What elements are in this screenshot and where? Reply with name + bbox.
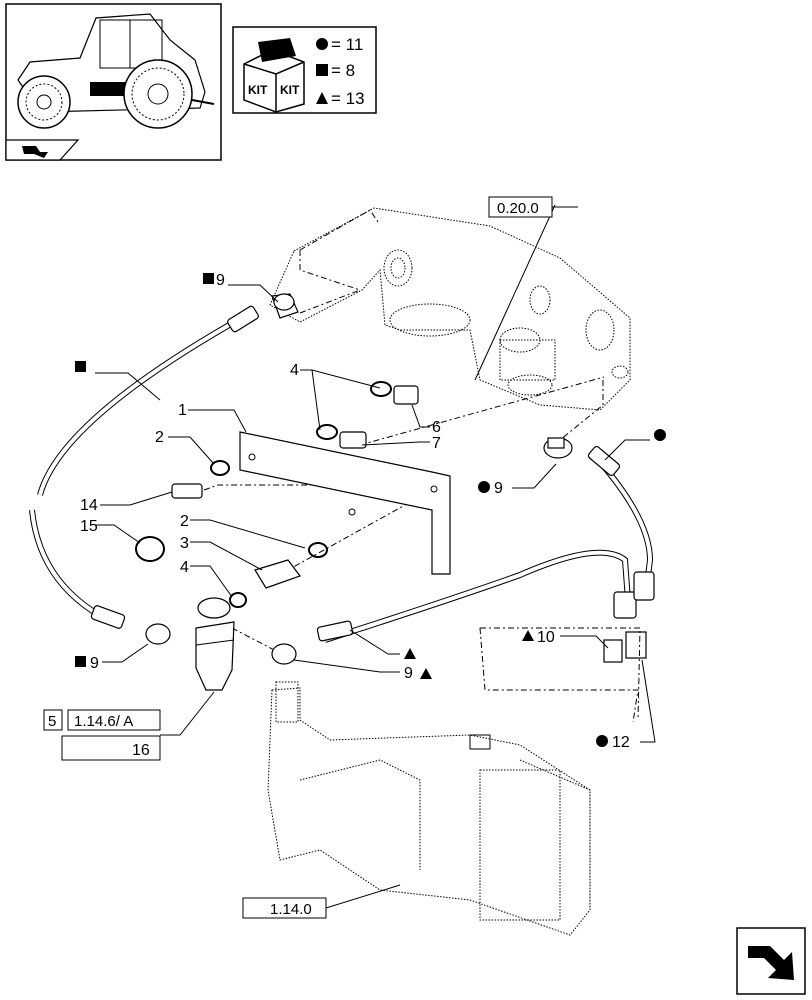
label-15: 15 (80, 518, 98, 535)
square-marker-9-low (75, 656, 86, 667)
circle-marker-9-mid (478, 481, 490, 493)
kit-word-right: KIT (280, 83, 300, 97)
label-9-tri: 9 (404, 665, 413, 682)
legend-square-count: = 8 (331, 61, 355, 80)
tractor-thumbnail[interactable] (5, 3, 222, 161)
ref-box-filter-item (61, 735, 161, 761)
label-4b: 4 (180, 559, 189, 576)
label-1: 1 (178, 402, 187, 419)
label-2a: 2 (155, 429, 164, 446)
kit-legend-box: KIT KIT = 11 = 8 = 13 (232, 26, 377, 114)
ref-fuel-tank: 1.14.0 (270, 901, 312, 918)
label-2b: 2 (180, 513, 189, 530)
legend-triangle-icon (316, 92, 328, 104)
triangle-marker-hose (404, 648, 416, 659)
square-marker-9-top (203, 273, 214, 284)
ref-filter: 1.14.6/ A (74, 713, 133, 730)
triangle-marker-9 (420, 668, 432, 679)
label-16: 16 (132, 742, 150, 759)
return-arrow-icon[interactable] (736, 927, 806, 995)
square-marker-hose-top (75, 361, 86, 372)
fuel-filter-part[interactable] (195, 621, 235, 691)
kit-box-icon: KIT KIT (243, 38, 305, 113)
ref-box-filter-num[interactable] (43, 709, 63, 731)
legend-circle-count: = 11 (331, 35, 363, 54)
label-10: 10 (537, 629, 555, 646)
label-9-top: 9 (216, 272, 225, 289)
label-6: 6 (432, 419, 441, 436)
label-9-mid: 9 (494, 480, 503, 497)
kit-word-left: KIT (248, 83, 268, 97)
ref-top-block: 0.20.0 (497, 200, 539, 217)
triangle-marker-10 (522, 630, 534, 641)
ref-filter-num: 5 (48, 713, 56, 730)
legend-square-icon (316, 64, 328, 76)
label-7: 7 (432, 435, 441, 452)
legend-circle-icon (316, 38, 328, 50)
circle-marker-hose-right (654, 429, 666, 441)
nav-arrow-icon[interactable] (22, 146, 48, 158)
bracket-part[interactable] (239, 431, 451, 575)
legend-triangle-count: = 13 (331, 89, 365, 108)
label-14: 14 (80, 497, 98, 514)
fuel-tank[interactable] (267, 627, 641, 936)
ref-box-filter[interactable] (67, 709, 161, 731)
label-4a: 4 (290, 362, 299, 379)
label-9-low: 9 (90, 655, 99, 672)
label-3: 3 (180, 535, 189, 552)
circle-marker-12 (596, 735, 608, 747)
label-12: 12 (612, 734, 630, 751)
engine-block (269, 204, 631, 411)
